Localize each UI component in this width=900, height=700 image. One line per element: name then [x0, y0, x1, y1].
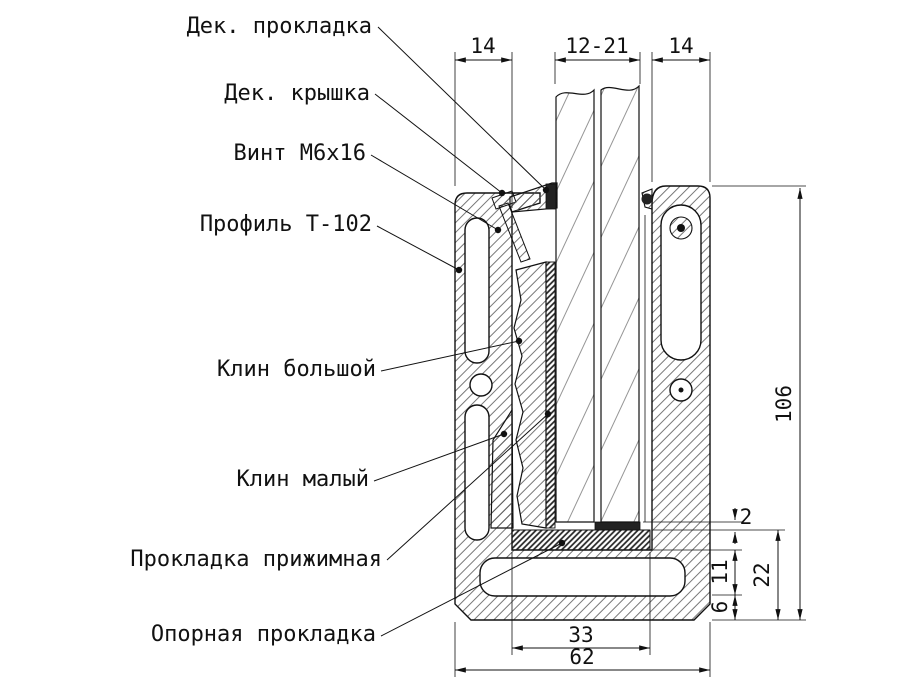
label-screw-m6x16: Винт М6х16 — [234, 141, 366, 166]
leader-dot — [542, 186, 550, 194]
leader-lines — [370, 26, 563, 637]
dimension-texts: 14 12-21 14 106 2 11 6 22 33 62 — [470, 34, 796, 669]
small-wedge-shape — [490, 407, 514, 529]
right-gasket-bead — [641, 193, 653, 205]
glass-panel — [555, 84, 640, 523]
dim-top-left-wall: 14 — [470, 34, 495, 58]
part-labels: Дек. прокладка Дек. крышка Винт М6х16 Пр… — [130, 14, 382, 647]
glass-pane-outer — [555, 88, 595, 523]
screw-boss-center — [677, 224, 685, 232]
dim-overall-width: 62 — [569, 645, 594, 669]
aluminium-profile-t102 — [454, 185, 711, 621]
dim-base-flange: 6 — [708, 601, 732, 614]
dim-inner-width: 33 — [568, 623, 593, 647]
leader-line — [376, 225, 460, 271]
wall-channel-center-dot — [678, 387, 684, 393]
leader-dot — [558, 539, 566, 547]
dimension-lines — [455, 57, 803, 673]
dim-glass-clearance: 2 — [740, 505, 753, 529]
leader-line — [377, 26, 547, 191]
leader-line — [386, 413, 549, 561]
leader-dot — [494, 226, 502, 234]
leader-line — [374, 93, 503, 194]
support-gasket-shape — [511, 529, 651, 551]
dim-glass-gap: 12-21 — [565, 34, 628, 58]
setting-block — [594, 521, 641, 531]
dim-base-total: 22 — [750, 562, 774, 587]
extension-lines — [454, 52, 806, 677]
big-wedge-shape — [513, 261, 547, 529]
label-small-wedge: Клин малый — [237, 467, 369, 492]
leader-dot — [515, 337, 523, 345]
leader-line — [380, 340, 520, 372]
label-decorative-cover: Дек. крышка — [224, 81, 370, 106]
leader-dot — [500, 430, 508, 438]
profile-body-shape — [454, 185, 711, 621]
label-profile-t102: Профиль Т-102 — [200, 212, 372, 237]
dim-profile-height: 106 — [772, 385, 796, 423]
leader-line — [373, 433, 505, 482]
leader-dots — [455, 186, 566, 547]
label-big-wedge: Клин большой — [217, 357, 376, 382]
leader-line — [380, 542, 563, 637]
clamping-parts — [490, 193, 653, 551]
dim-top-right-wall: 14 — [668, 34, 693, 58]
pressure-gasket-shape — [545, 261, 556, 529]
decorative-gasket-shape — [545, 183, 557, 210]
leader-dot — [544, 410, 552, 418]
label-support-gasket: Опорная прокладка — [151, 622, 376, 647]
dim-base-step: 11 — [708, 559, 732, 584]
leader-line — [370, 154, 499, 231]
glass-pane-inner — [600, 84, 640, 523]
label-decorative-gasket: Дек. прокладка — [187, 14, 372, 39]
leader-dot — [455, 266, 463, 274]
leader-dot — [498, 189, 506, 197]
label-pressure-gasket: Прокладка прижимная — [130, 547, 382, 572]
